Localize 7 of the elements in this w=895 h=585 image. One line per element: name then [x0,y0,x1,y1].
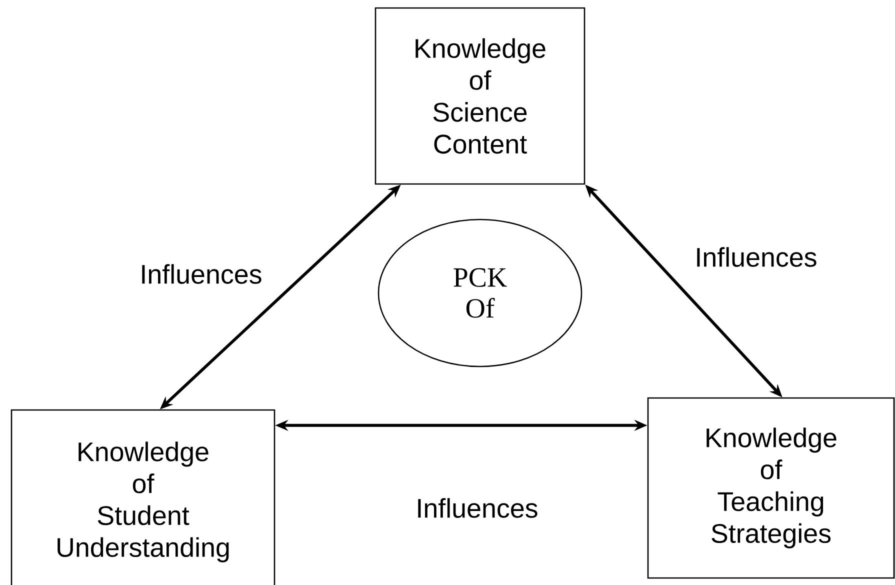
text-box: Knowledge of Teaching Strategies [647,397,895,579]
edge-label: Influences [418,498,538,518]
edge-label: Influences [697,247,816,267]
text-box: Knowledge of Science Content [374,7,586,185]
text-box: Knowledge of Student Understanding [10,409,276,585]
edge-label: Influences [142,264,262,284]
ellipse-node: PCK Of [378,218,582,368]
